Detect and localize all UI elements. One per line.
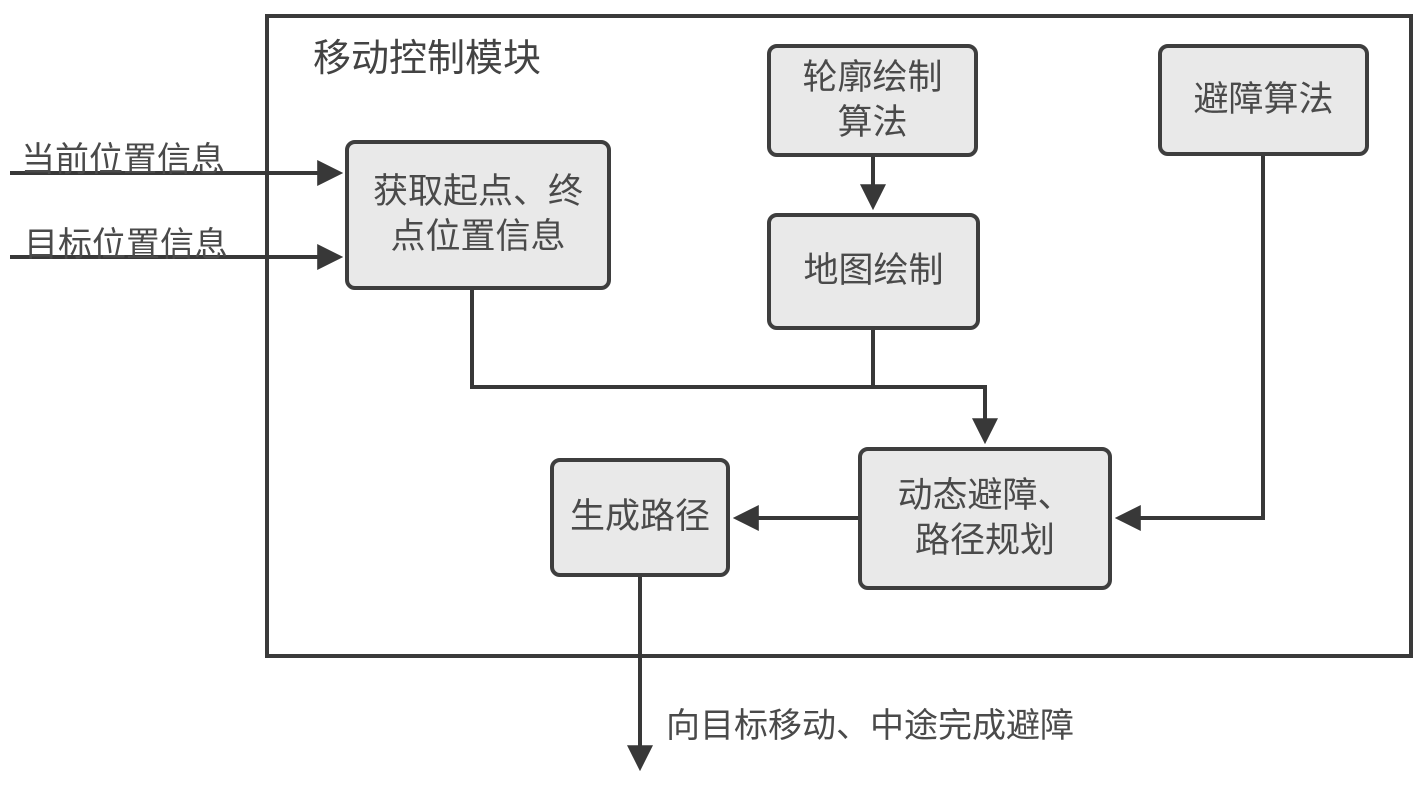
output-caption: 向目标移动、中途完成避障: [666, 707, 1074, 745]
node-map-drawing: 地图绘制: [767, 213, 980, 330]
module-title: 移动控制模块: [313, 38, 542, 80]
node-dynamic-avoidance-path-planning: 动态避障、 路径规划: [858, 447, 1112, 590]
connector-get-position-to-dynamic: [470, 290, 998, 445]
node-get-start-end-position: 获取起点、终 点位置信息: [345, 140, 611, 290]
module-container-box: [265, 14, 1413, 658]
node-generate-path: 生成路径: [550, 458, 730, 577]
arrow-avoidance-algo-to-dynamic: [1114, 156, 1265, 531]
node-contour-drawing-algorithm: 轮廓绘制 算法: [767, 44, 978, 157]
input-label-current-position: 当前位置信息: [21, 141, 225, 179]
node-obstacle-avoidance-algorithm: 避障算法: [1158, 44, 1369, 156]
input-label-target-position: 目标位置信息: [24, 226, 228, 264]
